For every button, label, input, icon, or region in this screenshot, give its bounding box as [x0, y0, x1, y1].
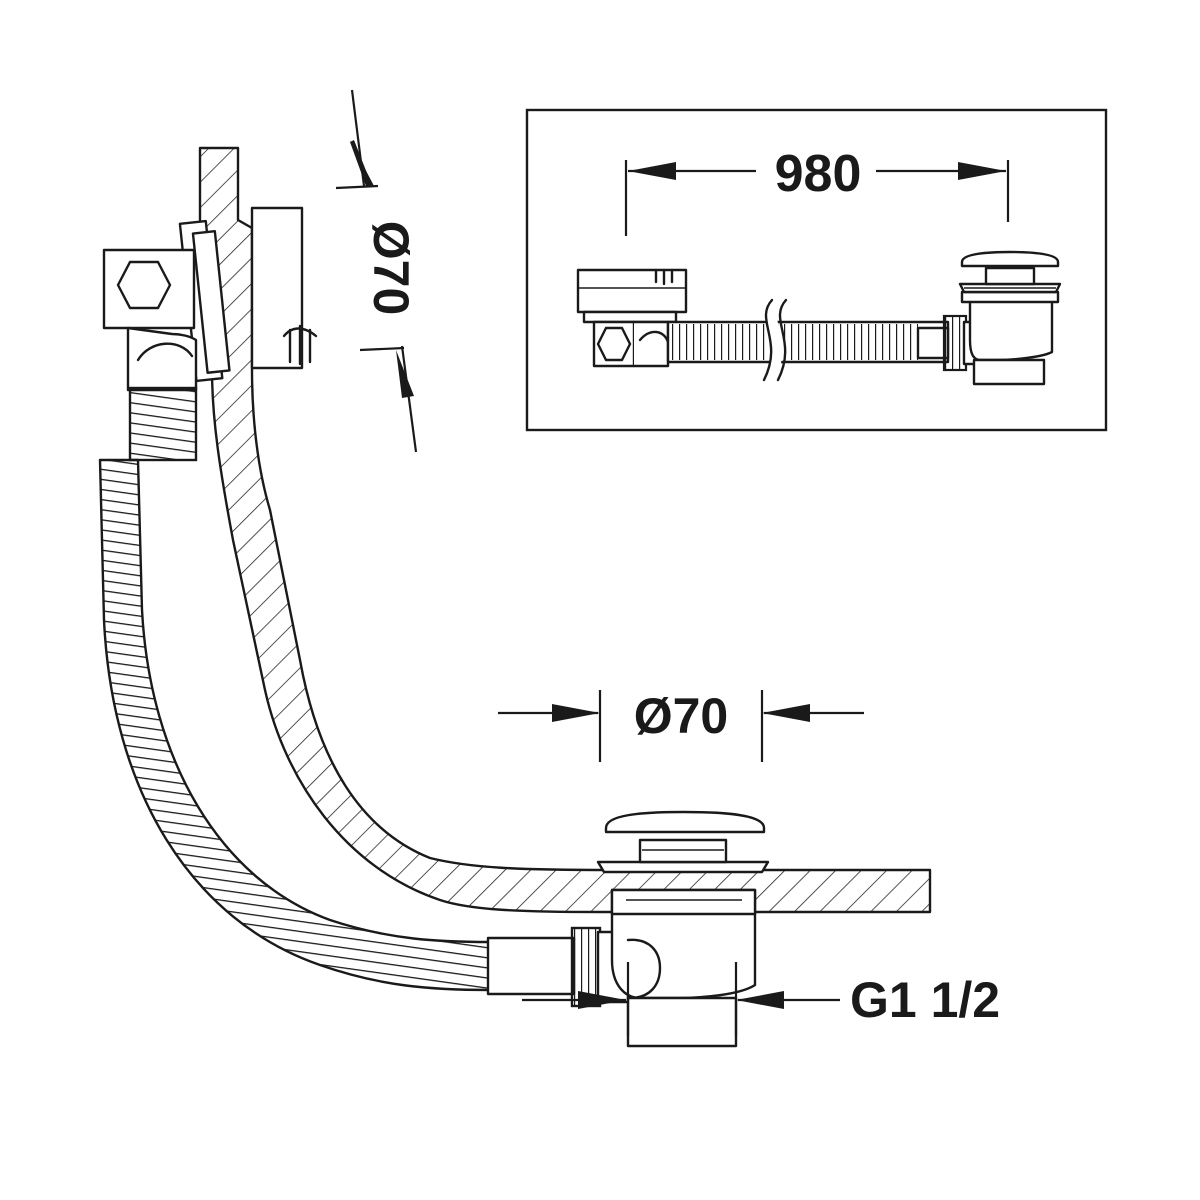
overflow-connector [128, 386, 198, 462]
drain-assembly [486, 810, 770, 1048]
drain-plug-cap [604, 810, 766, 834]
overflow-diameter-label: Ø70 [363, 221, 419, 316]
hex-nut-icon [116, 260, 172, 310]
overflow-assembly [102, 206, 318, 462]
overflow-cover [250, 206, 304, 370]
thread-dimension: G1 1/2 [522, 962, 1000, 1036]
drain-diameter-label: Ø70 [634, 688, 729, 744]
connection-pipe [486, 936, 576, 996]
drain-diameter-dimension: Ø70 [498, 688, 864, 762]
overflow-diameter-dimension: Ø70 [335, 89, 419, 453]
thread-size-label: G1 1/2 [850, 972, 1000, 1028]
drain-tailpiece [626, 996, 738, 1048]
drain-body [610, 910, 757, 1000]
length-label: 980 [775, 145, 862, 203]
inset-length-diagram: 980 [525, 108, 1108, 432]
